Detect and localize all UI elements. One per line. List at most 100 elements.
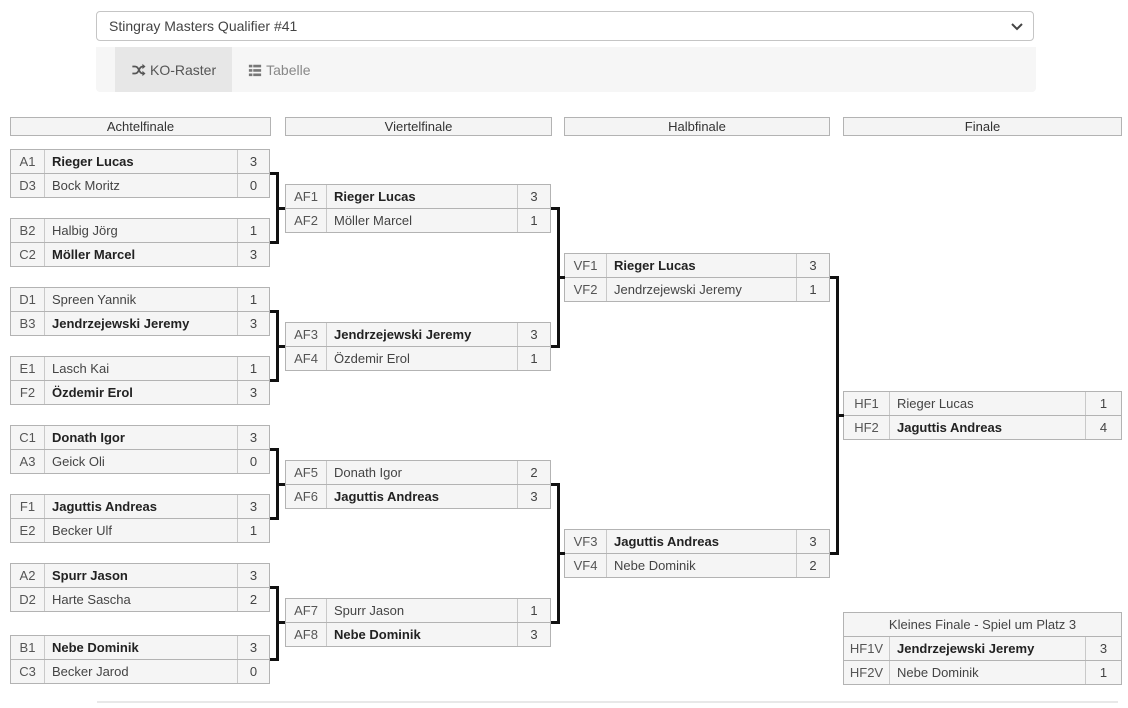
player-name: Jendrzejewski Jeremy: [334, 327, 472, 342]
match-row: HF2V Nebe Dominik 1: [844, 660, 1121, 684]
seed-label: AF7: [286, 599, 327, 622]
match-row: A1 Rieger Lucas 3: [11, 150, 269, 173]
score: 3: [796, 530, 829, 553]
shuffle-icon: [132, 63, 146, 76]
match-row: AF1 Rieger Lucas 3: [286, 185, 550, 208]
match-row: HF1V Jendrzejewski Jeremy 3: [844, 637, 1121, 660]
match-achtelfinale-4: E1 Lasch Kai 1 F2 Özdemir Erol 3: [10, 356, 270, 405]
tab-ko-raster[interactable]: KO-Raster: [115, 47, 233, 92]
seed-label: HF1V: [844, 637, 890, 660]
match-row: AF5 Donath Igor 2: [286, 461, 550, 484]
player-name: Jendrzejewski Jeremy: [52, 316, 190, 331]
match-row: F1 Jaguttis Andreas 3: [11, 495, 269, 518]
seed-label: B1: [11, 636, 45, 659]
match-achtelfinale-5: C1 Donath Igor 3 A3 Geick Oli 0: [10, 425, 270, 474]
bracket-connector: [551, 621, 560, 624]
match-viertelfinale-4: AF7 Spurr Jason 1 AF8 Nebe Dominik 3: [285, 598, 551, 647]
match-viertelfinale-1: AF1 Rieger Lucas 3 AF2 Möller Marcel 1: [285, 184, 551, 233]
player-name: Nebe Dominik: [897, 665, 979, 680]
seed-label: AF3: [286, 323, 327, 346]
seed-label: F2: [11, 381, 45, 404]
seed-label: D2: [11, 588, 45, 611]
player-name: Geick Oli: [52, 454, 105, 469]
chevron-down-icon: [1011, 23, 1023, 31]
match-row: AF6 Jaguttis Andreas 3: [286, 484, 550, 508]
match-row: AF3 Jendrzejewski Jeremy 3: [286, 323, 550, 346]
tab-label: KO-Raster: [150, 61, 217, 78]
bracket-connector: [270, 379, 279, 382]
score: 0: [237, 174, 269, 197]
player-name: Jaguttis Andreas: [614, 534, 719, 549]
match-row: E1 Lasch Kai 1: [11, 357, 269, 380]
match-row: AF8 Nebe Dominik 3: [286, 622, 550, 646]
match-row: VF4 Nebe Dominik 2: [565, 553, 829, 577]
player-name: Nebe Dominik: [614, 558, 696, 573]
bracket-connector: [830, 552, 839, 555]
seed-label: HF2: [844, 416, 890, 439]
seed-label: VF4: [565, 554, 607, 577]
player-name: Jaguttis Andreas: [897, 420, 1002, 435]
bracket-connector: [276, 207, 285, 210]
bracket-connector: [270, 172, 279, 175]
match-achtelfinale-8: B1 Nebe Dominik 3 C3 Becker Jarod 0: [10, 635, 270, 684]
score: 1: [517, 209, 550, 232]
bracket-connector: [270, 586, 279, 589]
score: 3: [237, 495, 269, 518]
score: 3: [237, 150, 269, 173]
score: 3: [517, 623, 550, 646]
match-row: A2 Spurr Jason 3: [11, 564, 269, 587]
tab-label: Tabelle: [266, 61, 311, 78]
match-row: C2 Möller Marcel 3: [11, 242, 269, 266]
bracket-connector: [276, 345, 285, 348]
score: 2: [796, 554, 829, 577]
player-name: Becker Jarod: [52, 664, 129, 679]
round-header-finale: Finale: [843, 117, 1122, 136]
player-name: Rieger Lucas: [897, 396, 974, 411]
score: 2: [517, 461, 550, 484]
score: 3: [1085, 637, 1121, 660]
seed-label: E1: [11, 357, 45, 380]
seed-label: D1: [11, 288, 45, 311]
seed-label: E2: [11, 519, 45, 542]
match-kleines-finale: Kleines Finale - Spiel um Platz 3 HF1V J…: [843, 612, 1122, 685]
tab-tabelle[interactable]: Tabelle: [232, 47, 326, 92]
player-name: Halbig Jörg: [52, 223, 118, 238]
seed-label: C3: [11, 660, 45, 683]
round-header-halbfinale: Halbfinale: [564, 117, 830, 136]
tournament-select[interactable]: Stingray Masters Qualifier #41: [96, 11, 1034, 41]
match-halbfinale-2: VF3 Jaguttis Andreas 3 VF4 Nebe Dominik …: [564, 529, 830, 578]
score: 1: [237, 519, 269, 542]
match-viertelfinale-2: AF3 Jendrzejewski Jeremy 3 AF4 Özdemir E…: [285, 322, 551, 371]
seed-label: AF6: [286, 485, 327, 508]
match-row: E2 Becker Ulf 1: [11, 518, 269, 542]
score: 3: [237, 426, 269, 449]
seed-label: B2: [11, 219, 45, 242]
seed-label: VF2: [565, 278, 607, 301]
player-name: Harte Sascha: [52, 592, 131, 607]
player-name: Spreen Yannik: [52, 292, 137, 307]
divider-line: [97, 701, 1118, 703]
score: 3: [517, 485, 550, 508]
player-name: Jaguttis Andreas: [52, 499, 157, 514]
seed-label: A3: [11, 450, 45, 473]
player-name: Lasch Kai: [52, 361, 110, 376]
bracket-connector: [270, 310, 279, 313]
score: 3: [237, 243, 269, 266]
bracket-connector: [551, 483, 560, 486]
player-name: Spurr Jason: [334, 603, 405, 618]
match-achtelfinale-3: D1 Spreen Yannik 1 B3 Jendrzejewski Jere…: [10, 287, 270, 336]
seed-label: C1: [11, 426, 45, 449]
bracket-connector: [276, 483, 285, 486]
match-row: B1 Nebe Dominik 3: [11, 636, 269, 659]
player-name: Jendrzejewski Jeremy: [614, 282, 742, 297]
seed-label: C2: [11, 243, 45, 266]
player-name: Jendrzejewski Jeremy: [897, 641, 1035, 656]
seed-label: VF1: [565, 254, 607, 277]
match-achtelfinale-2: B2 Halbig Jörg 1 C2 Möller Marcel 3: [10, 218, 270, 267]
bracket-connector: [551, 207, 560, 210]
match-achtelfinale-7: A2 Spurr Jason 3 D2 Harte Sascha 2: [10, 563, 270, 612]
match-row: B3 Jendrzejewski Jeremy 3: [11, 311, 269, 335]
bracket-connector: [551, 345, 560, 348]
score: 3: [517, 323, 550, 346]
match-row: D1 Spreen Yannik 1: [11, 288, 269, 311]
